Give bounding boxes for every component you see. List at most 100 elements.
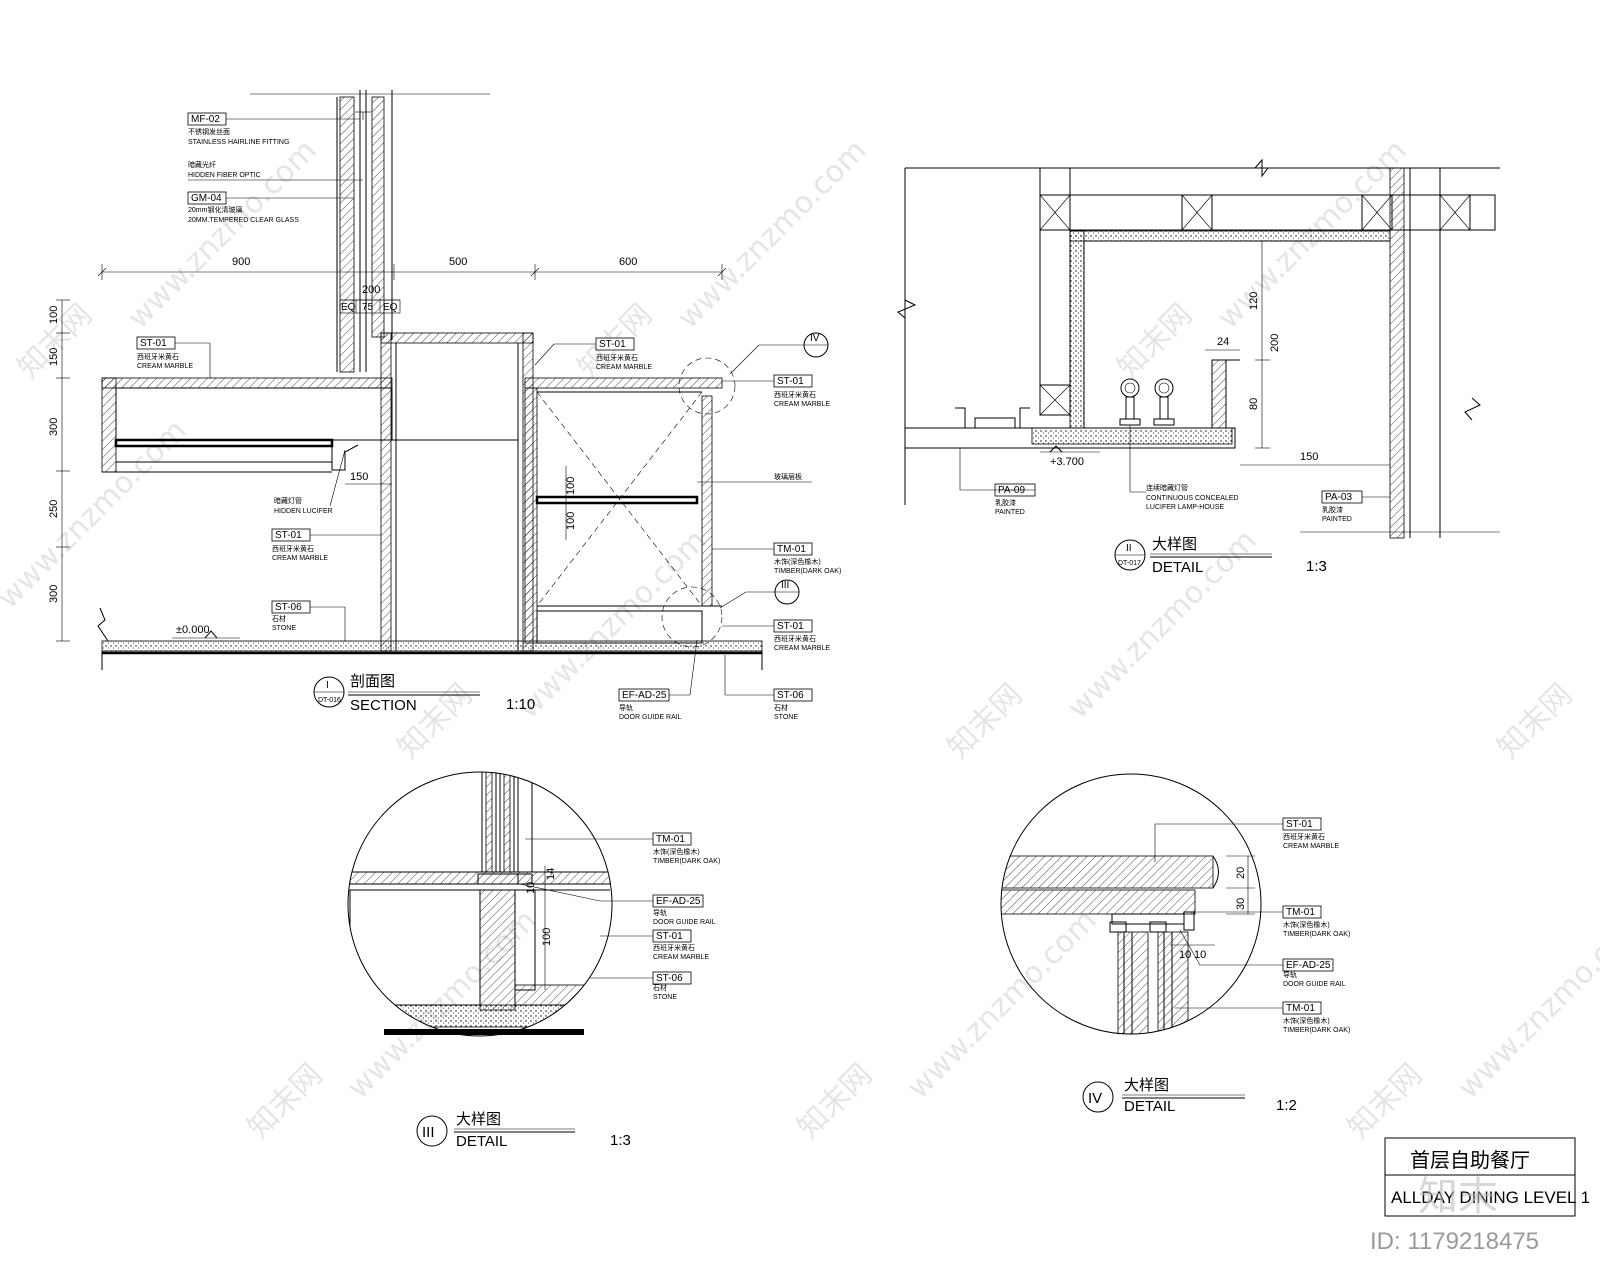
tag-fiber-cn: 暗藏光纤 [188,160,216,169]
tag-tm01-code: TM-01 [656,834,685,845]
d3-dim-14: 14 [545,868,557,880]
dim-left-150: 150 [48,348,60,366]
tag-st01-cn: 西班牙米黄石 [653,943,695,952]
tag-st01-code: ST-01 [140,338,167,349]
callout-iii-label: III [781,580,789,591]
dim-500: 500 [449,256,467,268]
tag-lamp-en2: LUCIFER LAMP-HOUSE [1146,504,1225,511]
tag-ef-code: EF-AD-25 [622,690,667,701]
detail-ii-title-cn: 大样图 [1152,536,1197,553]
callout-iv-label: IV [810,333,820,344]
tag-pa09-cn: 乳胶漆 [995,498,1016,507]
dim-left-300b: 300 [48,585,60,603]
detail-ii-number: II [1126,543,1132,554]
section-scale: 1:10 [506,696,535,713]
detail-iii-scale: 1:3 [610,1132,631,1149]
watermark-text: 知末网 [1111,297,1199,385]
watermark-text: 知末网 [941,677,1029,765]
dim-lucifer-150: 150 [350,471,368,483]
detail-iii-title-en: DETAIL [456,1133,507,1150]
watermark-text: www.znzmo.com [0,413,194,616]
tag-ef-cn: 导轨 [619,703,633,712]
tag-st06-en: STONE [774,714,798,721]
dim-shelf-100a: 100 [565,477,577,495]
d3-dim-10: 10 [525,882,537,894]
watermark-text: 知末网 [241,1057,329,1145]
dim-eq-left: EQ [341,302,356,313]
tag-st01-cn: 西班牙米黄石 [774,634,816,643]
tag-tm01-cn: 木饰(深色橡木) [1283,920,1330,929]
detail-iv-number: IV [1088,1090,1102,1107]
tag-st01-code: ST-01 [275,530,302,541]
d2-dim-150: 150 [1300,451,1318,463]
tag-st06-cn: 石材 [272,614,286,623]
watermark-text: www.znzmo.com [671,133,874,336]
title-block-cn: 首层自助餐厅 [1410,1149,1530,1172]
section-drawing: 900 500 600 200 EQ 75 EQ 100 150 300 250… [48,90,841,721]
tag-gm04-code: GM-04 [191,193,222,204]
tag-pa03-en: PAINTED [1322,516,1352,523]
level-ceiling: +3.700 [1050,456,1084,468]
tag-ef-en: DOOR GUIDE RAIL [619,714,682,721]
detail-iv-title-en: DETAIL [1124,1098,1175,1115]
tag-st06-cn: 石材 [774,703,788,712]
section-title-en: SECTION [350,697,417,714]
d4-dim-20: 20 [1235,867,1247,879]
tag-st06-cn: 石材 [653,983,667,992]
dim-shelf-100b: 100 [565,512,577,530]
tag-tm01-cn: 木饰(深色橡木) [774,557,821,566]
d3-dim-100: 100 [541,928,553,946]
d2-dim-120: 120 [1248,292,1260,310]
tag-tm01-code: TM-01 [1286,907,1315,918]
detail-iv-scale: 1:2 [1276,1097,1297,1114]
section-ref: DT-016 [318,697,341,704]
watermark-text: 知末网 [391,677,479,765]
watermark-text: 知末网 [791,1057,879,1145]
tag-st01-cn: 西班牙米黄石 [137,352,179,361]
tag-tm01-cn: 木饰(深色橡木) [653,847,700,856]
tag-ef-cn: 导轨 [1283,970,1297,979]
dim-200: 200 [362,284,380,296]
d4-dim-30: 30 [1235,898,1247,910]
image-id-text: ID: 1179218475 [1370,1228,1539,1255]
dim-75: 75 [362,302,374,313]
tag-pa09-code: PA-09 [998,485,1025,496]
watermark-text: www.znzmo.com [901,903,1104,1106]
dim-left-300: 300 [48,418,60,436]
watermark-logo: 知末 [1418,1174,1498,1220]
detail-ii-scale: 1:3 [1306,558,1327,575]
tag-gm04-cn: 20mm钢化清玻璃 [188,205,242,214]
tag-lucifer-cn: 暗藏灯管 [274,496,302,505]
tag-fiber-en: HIDDEN FIBER OPTIC [188,172,261,179]
tag-tm01-code: TM-01 [1286,1003,1315,1014]
detail-iii-title-cn: 大样图 [456,1111,501,1128]
watermark-text: 知末网 [1491,677,1579,765]
tag-tm01-en: TIMBER(DARK OAK) [1283,931,1350,938]
dim-600: 600 [619,256,637,268]
tag-st01-cn: 西班牙米黄石 [272,544,314,553]
tag-gm04-en: 20MM.TEMPERED CLEAR GLASS [188,217,299,224]
tag-ef-en: DOOR GUIDE RAIL [1283,981,1346,988]
detail-iii-drawing: 14 10 100 TM-01 木饰(深色橡木) TIMBER(DARK OAK… [347,771,720,1150]
title-block-en: ALLDAY DINING LEVEL 1 [1391,1188,1590,1207]
tag-ef-cn: 导轨 [653,908,667,917]
tag-st06-en: STONE [653,994,677,1001]
title-block: 首层自助餐厅 ALLDAY DINING LEVEL 1 知末 [1384,1137,1590,1220]
tag-st01-code: ST-01 [777,621,804,632]
tag-tm01-en: TIMBER(DARK OAK) [1283,1027,1350,1034]
tag-st01-cn: 西班牙米黄石 [1283,832,1325,841]
tag-lamp-cn: 连续暗藏灯管 [1146,483,1188,492]
dim-left-100: 100 [48,306,60,324]
tag-pa09-en: PAINTED [995,509,1025,516]
section-title-cn: 剖面图 [350,673,395,690]
tag-st01-en: CREAM MARBLE [774,401,830,408]
tag-lucifer-en: HIDDEN LUCIFER [274,508,333,515]
tag-st01-code: ST-01 [656,931,683,942]
detail-iv-title-cn: 大样图 [1124,1077,1169,1094]
d2-dim-200: 200 [1269,334,1281,352]
tag-tm01-code: TM-01 [777,544,806,555]
tag-tm01-cn: 木饰(深色橡木) [1283,1016,1330,1025]
tag-st01-en: CREAM MARBLE [1283,843,1339,850]
detail-iv-drawing: 20 30 10 10 ST-01 西班牙米黄石 CREAM MARBLE TM… [1000,773,1350,1115]
detail-iii-number: III [422,1124,435,1141]
